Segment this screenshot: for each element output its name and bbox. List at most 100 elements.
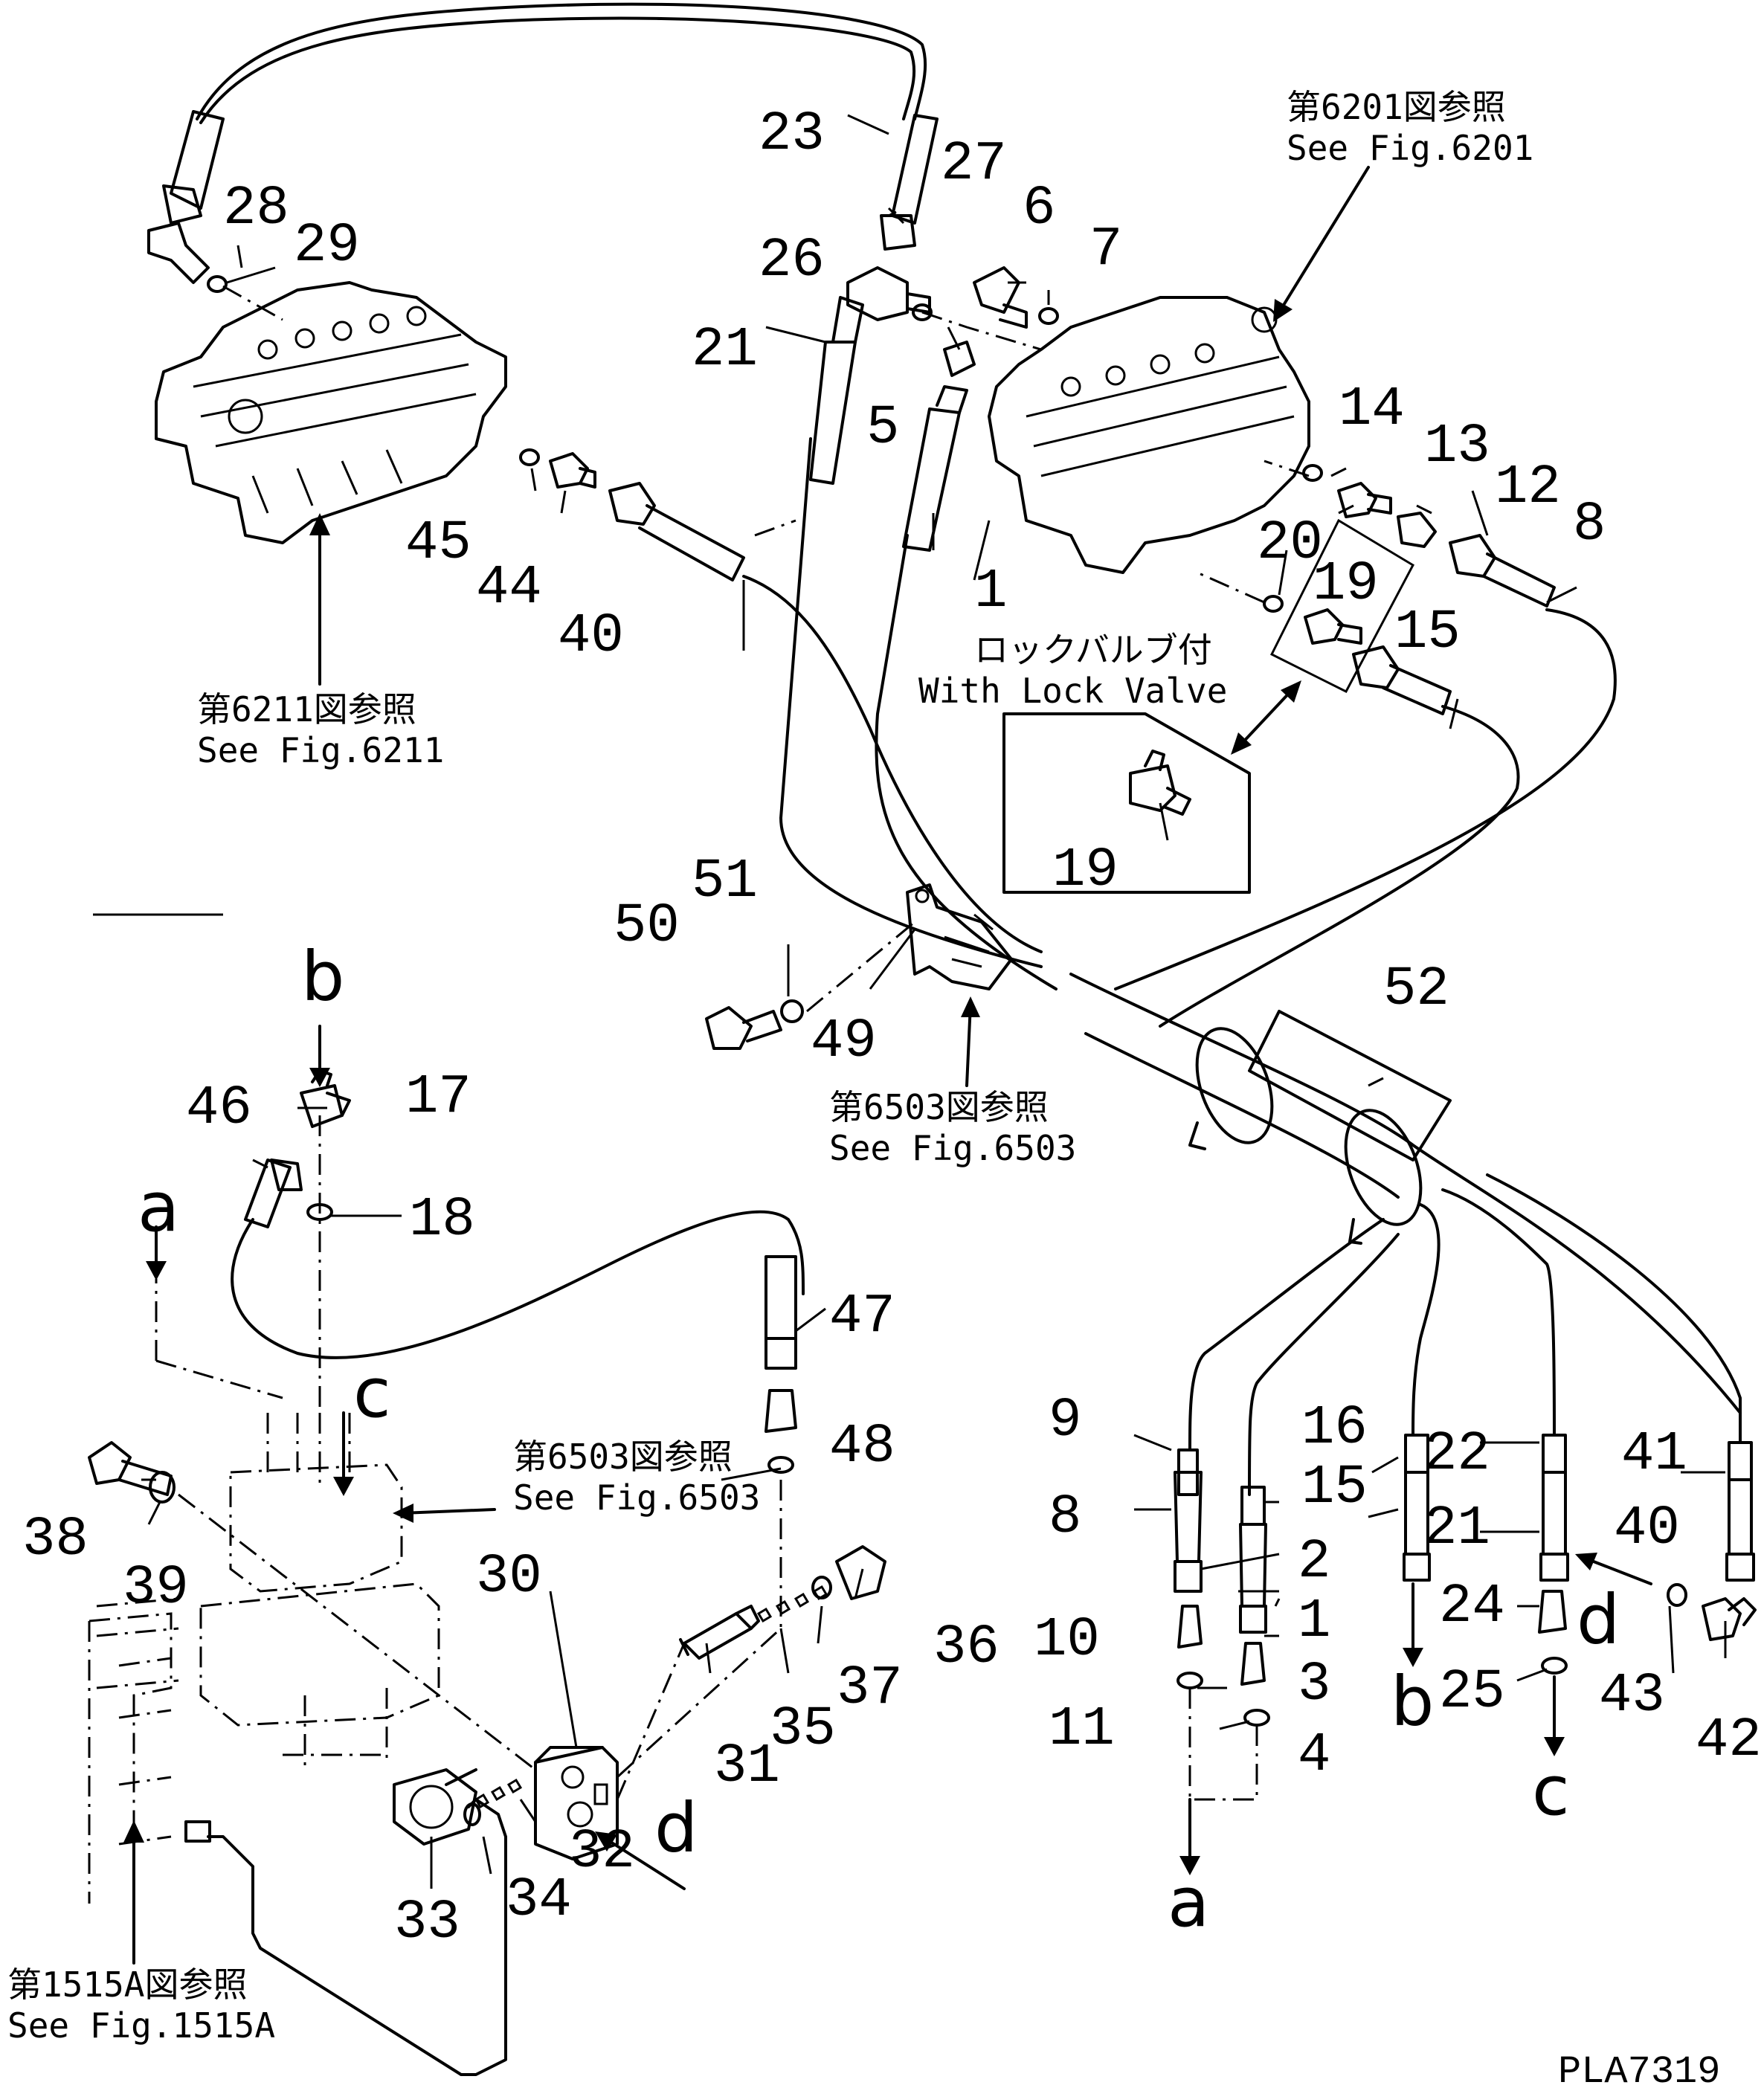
switch-bracket <box>88 1612 173 1904</box>
letter-b-right: b <box>1391 1662 1434 1741</box>
bolt-38 <box>88 1441 176 1504</box>
label-38: 38 <box>22 1509 88 1571</box>
label-22: 22 <box>1424 1423 1490 1486</box>
lower-valve-block <box>96 1413 440 1770</box>
clamp-49 <box>906 883 1013 990</box>
hose-lines <box>196 2 1742 1496</box>
label-40-a: 40 <box>558 605 624 668</box>
pressure-switch-33 <box>184 1768 507 2076</box>
lock-valve-inset <box>1002 712 1251 894</box>
label-17: 17 <box>405 1066 471 1129</box>
leader-lines <box>93 114 1727 1889</box>
label-44: 44 <box>476 557 542 619</box>
label-27: 27 <box>941 133 1007 196</box>
label-41: 41 <box>1621 1423 1687 1486</box>
label-19-a: 19 <box>1313 553 1379 616</box>
label-35: 35 <box>770 1698 836 1761</box>
label-43: 43 <box>1599 1665 1665 1727</box>
label-36: 36 <box>933 1617 1000 1679</box>
letter-d-right: d <box>1577 1580 1620 1660</box>
label-37: 37 <box>837 1657 903 1720</box>
label-51: 51 <box>692 851 758 913</box>
label-30: 30 <box>476 1546 542 1608</box>
ref-1515a-jp: 第1515A図参照 <box>7 1965 247 2005</box>
label-1-a: 1 <box>974 561 1007 623</box>
label-11: 11 <box>1049 1698 1115 1761</box>
label-16: 16 <box>1301 1397 1368 1460</box>
arrows <box>123 166 1652 1965</box>
label-8-b: 8 <box>1049 1486 1081 1549</box>
label-18: 18 <box>409 1189 475 1251</box>
fittings-lower-right <box>244 1069 1757 1727</box>
label-2: 2 <box>1298 1531 1330 1593</box>
label-45: 45 <box>405 512 471 575</box>
label-52: 52 <box>1383 958 1449 1021</box>
ref-6211-jp: 第6211図参照 <box>197 689 416 729</box>
letter-b-top: b <box>301 937 344 1016</box>
label-39: 39 <box>123 1557 189 1620</box>
check-valve-parts <box>463 1545 886 1826</box>
label-25: 25 <box>1439 1661 1505 1724</box>
label-21: 21 <box>692 319 758 381</box>
drawing-code: PLA7319 <box>1558 2050 1720 2085</box>
label-12: 12 <box>1495 457 1561 519</box>
label-9: 9 <box>1049 1390 1081 1452</box>
label-19-b: 19 <box>1052 840 1118 902</box>
label-26: 26 <box>759 230 825 292</box>
label-24: 24 <box>1439 1576 1505 1638</box>
label-14: 14 <box>1339 378 1405 441</box>
fittings-right <box>1263 464 1556 715</box>
ref-1515a-en: See Fig.1515A <box>7 2005 275 2046</box>
letter-c-right: c <box>1532 1751 1570 1831</box>
part-number-labels: 23 27 6 7 26 28 29 21 5 14 13 12 8 20 19… <box>22 103 1762 1954</box>
label-15-a: 15 <box>1394 602 1461 664</box>
label-34: 34 <box>506 1869 572 1932</box>
block-30 <box>534 1746 619 1860</box>
label-46: 46 <box>186 1077 252 1140</box>
letter-a-right: a <box>1168 1863 1209 1942</box>
ref-6503-low-jp: 第6503図参照 <box>513 1437 733 1477</box>
lock-valve-en: With Lock Valve <box>918 671 1227 711</box>
label-23: 23 <box>759 103 825 166</box>
ref-6503-low-en: See Fig.6503 <box>513 1477 760 1518</box>
label-13: 13 <box>1424 416 1490 478</box>
label-49: 49 <box>811 1011 877 1073</box>
label-47: 47 <box>829 1286 895 1348</box>
connection-letters: b a c d a b c d <box>138 937 1620 1942</box>
ref-6201-jp: 第6201図参照 <box>1287 87 1506 127</box>
label-10: 10 <box>1034 1609 1100 1672</box>
letter-d-left: d <box>654 1788 698 1868</box>
label-4: 4 <box>1298 1724 1330 1787</box>
label-5: 5 <box>866 397 899 460</box>
ref-6211-en: See Fig.6211 <box>197 730 444 770</box>
label-1-b: 1 <box>1298 1591 1330 1653</box>
label-3: 3 <box>1298 1654 1330 1716</box>
label-28: 28 <box>223 178 289 240</box>
bolt-50 <box>705 999 804 1050</box>
label-15-b: 15 <box>1301 1457 1368 1519</box>
ref-6503-mid-en: See Fig.6503 <box>829 1128 1076 1168</box>
left-control-valve <box>155 281 507 544</box>
fittings-left <box>519 448 745 581</box>
label-29: 29 <box>294 215 360 277</box>
label-50: 50 <box>614 895 680 958</box>
label-31: 31 <box>714 1736 780 1798</box>
lock-valve-jp: ロックバルブ付 <box>974 630 1212 670</box>
label-21-b: 21 <box>1424 1498 1490 1560</box>
figure-references: 第6201図参照 See Fig.6201 第6211図参照 See Fig.6… <box>7 87 1720 2085</box>
letter-c-left: c <box>353 1353 391 1433</box>
label-40-b: 40 <box>1614 1498 1680 1560</box>
right-control-valve <box>988 296 1310 574</box>
clamp-52 <box>1188 1010 1452 1245</box>
label-7: 7 <box>1089 219 1122 281</box>
ref-6201-en: See Fig.6201 <box>1287 128 1533 168</box>
label-8: 8 <box>1573 494 1606 556</box>
label-6: 6 <box>1023 178 1055 240</box>
ref-6503-mid-jp: 第6503図参照 <box>829 1087 1049 1127</box>
label-33: 33 <box>394 1892 460 1954</box>
label-42: 42 <box>1696 1709 1762 1772</box>
label-20: 20 <box>1257 512 1323 575</box>
letter-a-left: a <box>138 1167 179 1247</box>
label-48: 48 <box>829 1416 895 1478</box>
